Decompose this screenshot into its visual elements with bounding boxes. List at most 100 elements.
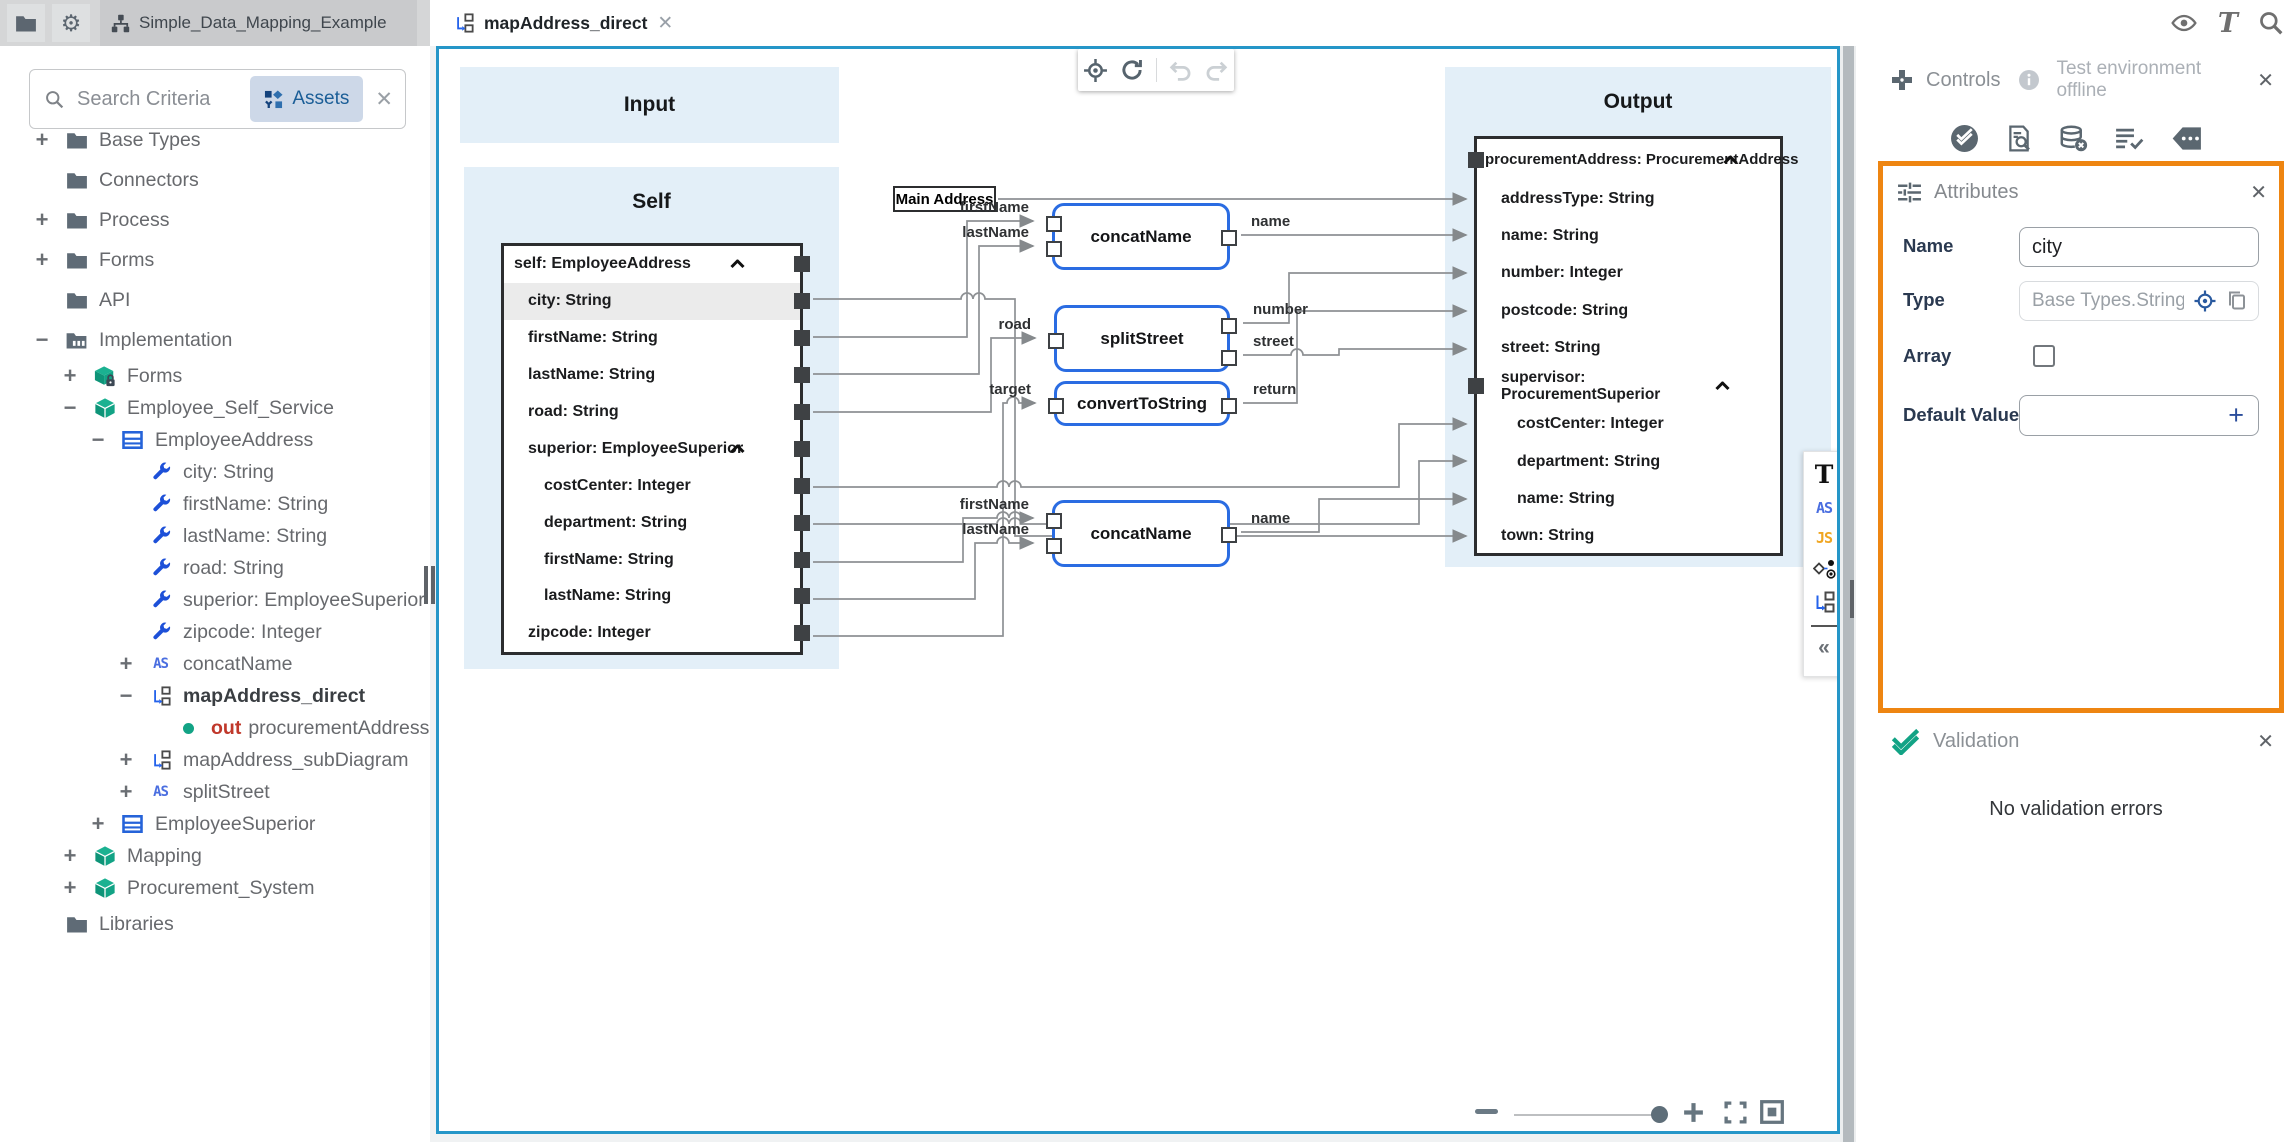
tree-item-superior-employeesuperior[interactable]: superior: EmployeeSuperior [0,584,430,616]
tree-item-process[interactable]: +Process [0,200,430,240]
tree-plus-toggle[interactable]: + [35,207,49,232]
table-header[interactable]: procurementAddress: ProcurementAddress [1467,139,1798,180]
connection-port[interactable] [793,256,810,273]
table-row-lastname[interactable]: lastName: String [504,357,810,394]
tree-item-road-string[interactable]: road: String [0,552,430,584]
tab-mapaddress-direct[interactable]: mapAddress_direct ✕ [438,0,690,46]
zoom-out-button[interactable] [1475,1109,1498,1114]
search-input[interactable] [75,86,241,112]
tree-item-procurement-system[interactable]: +Procurement_System [0,872,430,904]
tree-item-zipcode-integer[interactable]: zipcode: Integer [0,616,430,648]
connection-port[interactable] [793,625,810,642]
tree-item-employee-self-service[interactable]: −Employee_Self_Service [0,392,430,424]
node-concatname-0[interactable]: concatName [1045,203,1237,270]
tree-plus-toggle[interactable]: + [63,363,77,388]
tree-item-forms[interactable]: +Forms [0,240,430,280]
table-row-name[interactable]: name: String [1477,217,1780,254]
table-header[interactable]: self: EmployeeAddress [504,246,810,283]
decision-node-icon[interactable] [1812,559,1836,579]
text-tool-icon[interactable]: T [1814,460,1834,489]
tree-item-firstname-string[interactable]: firstName: String [0,488,430,520]
tree-plus-toggle[interactable]: + [63,875,77,900]
table-row-firstname[interactable]: firstName: String [504,541,810,578]
tree-item-libraries[interactable]: Libraries [0,904,430,944]
input-port[interactable] [1045,216,1062,232]
tree-item-mapaddress-subdiagram[interactable]: +mapAddress_subDiagram [0,744,430,776]
table-row-town[interactable]: town: String [1477,518,1780,555]
table-row-lastname[interactable]: lastName: String [504,578,810,615]
output-port[interactable] [1220,318,1237,334]
output-port[interactable] [1220,527,1237,543]
node-concatname-3[interactable]: concatName [1045,500,1237,567]
input-port[interactable] [1045,241,1062,257]
default-value-field[interactable]: + [2019,395,2259,436]
connection-port[interactable] [793,588,810,605]
connection-port[interactable] [793,293,810,310]
table-row-supervisor[interactable]: supervisor: ProcurementSuperior [1467,367,1780,406]
input-port[interactable] [1047,398,1064,414]
tree-item-connectors[interactable]: Connectors [0,160,430,200]
table-row-zipcode[interactable]: zipcode: Integer [504,615,810,652]
diagram-node-icon[interactable] [1813,591,1835,613]
connection-port[interactable] [793,477,810,494]
settings-button[interactable]: ⚙ [52,4,90,42]
connection-port[interactable] [793,551,810,568]
connection-port[interactable] [793,404,810,420]
collapse-caret-icon[interactable] [1715,381,1730,391]
table-row-firstname[interactable]: firstName: String [504,320,810,357]
project-tab[interactable]: Simple_Data_Mapping_Example [100,0,417,46]
table-row-postcode[interactable]: postcode: String [1477,292,1780,329]
copy-icon[interactable] [2226,290,2248,312]
type-field[interactable]: Base Types.String [2019,281,2259,321]
collapse-panel-icon[interactable]: « [1818,636,1830,659]
tree-item-employeeaddress[interactable]: −EmployeeAddress [0,424,430,456]
tree-plus-toggle[interactable]: + [35,127,49,152]
zoom-slider-handle[interactable] [1651,1106,1668,1123]
table-row-number[interactable]: number: Integer [1477,255,1780,292]
canvas-scrollbar[interactable] [1840,46,1856,1142]
connection-port[interactable] [793,330,810,347]
node-splitstreet-1[interactable]: splitStreet [1047,305,1237,372]
name-field[interactable] [2019,227,2259,267]
collapse-caret-icon[interactable] [730,259,745,269]
close-icon[interactable]: ✕ [2250,182,2267,204]
tree-item-employeesuperior[interactable]: +EmployeeSuperior [0,808,430,840]
close-icon[interactable]: ✕ [2257,731,2274,753]
fit-to-screen-icon[interactable] [1759,1099,1785,1125]
tree-item-forms[interactable]: +Forms [0,360,430,392]
connection-port[interactable] [1467,378,1484,395]
as-script-icon[interactable]: AS [1815,499,1833,517]
add-default-value-icon[interactable]: + [2228,400,2244,430]
refresh-icon[interactable] [1119,57,1145,83]
clear-search-icon[interactable]: ✕ [375,87,393,111]
tree-minus-toggle[interactable]: − [91,427,105,452]
tree-item-mapping[interactable]: +Mapping [0,840,430,872]
tab-close-icon[interactable]: ✕ [657,12,674,34]
tree-plus-toggle[interactable]: + [35,247,49,272]
tree-item-mapaddress-direct[interactable]: −mapAddress_direct [0,680,430,712]
connection-port[interactable] [793,514,810,531]
input-port[interactable] [1045,538,1062,554]
table-row-costcenter[interactable]: costCenter: Integer [1477,406,1780,443]
tree-item-implementation[interactable]: −Implementation [0,320,430,360]
undo-icon[interactable] [1168,58,1193,83]
tree-item-base-types[interactable]: +Base Types [0,120,430,160]
collapse-caret-icon[interactable] [1723,155,1738,164]
table-row-addresstype[interactable]: addressType: String [1477,180,1780,217]
assets-filter-chip[interactable]: Assets [250,76,364,122]
connection-port[interactable] [793,440,810,457]
document-search-icon[interactable] [2006,125,2032,152]
approve-check-circle-icon[interactable] [1950,124,1979,153]
fullscreen-icon[interactable] [1723,1100,1748,1125]
close-icon[interactable]: ✕ [2257,69,2274,92]
main-address-constant[interactable]: Main Address [893,186,996,212]
tree-plus-toggle[interactable]: + [63,843,77,868]
tree-item-api[interactable]: API [0,280,430,320]
tag-more-icon[interactable] [2171,126,2202,151]
mapping-canvas[interactable]: Input Self Output [436,46,1840,1134]
database-clear-icon[interactable] [2059,125,2088,152]
